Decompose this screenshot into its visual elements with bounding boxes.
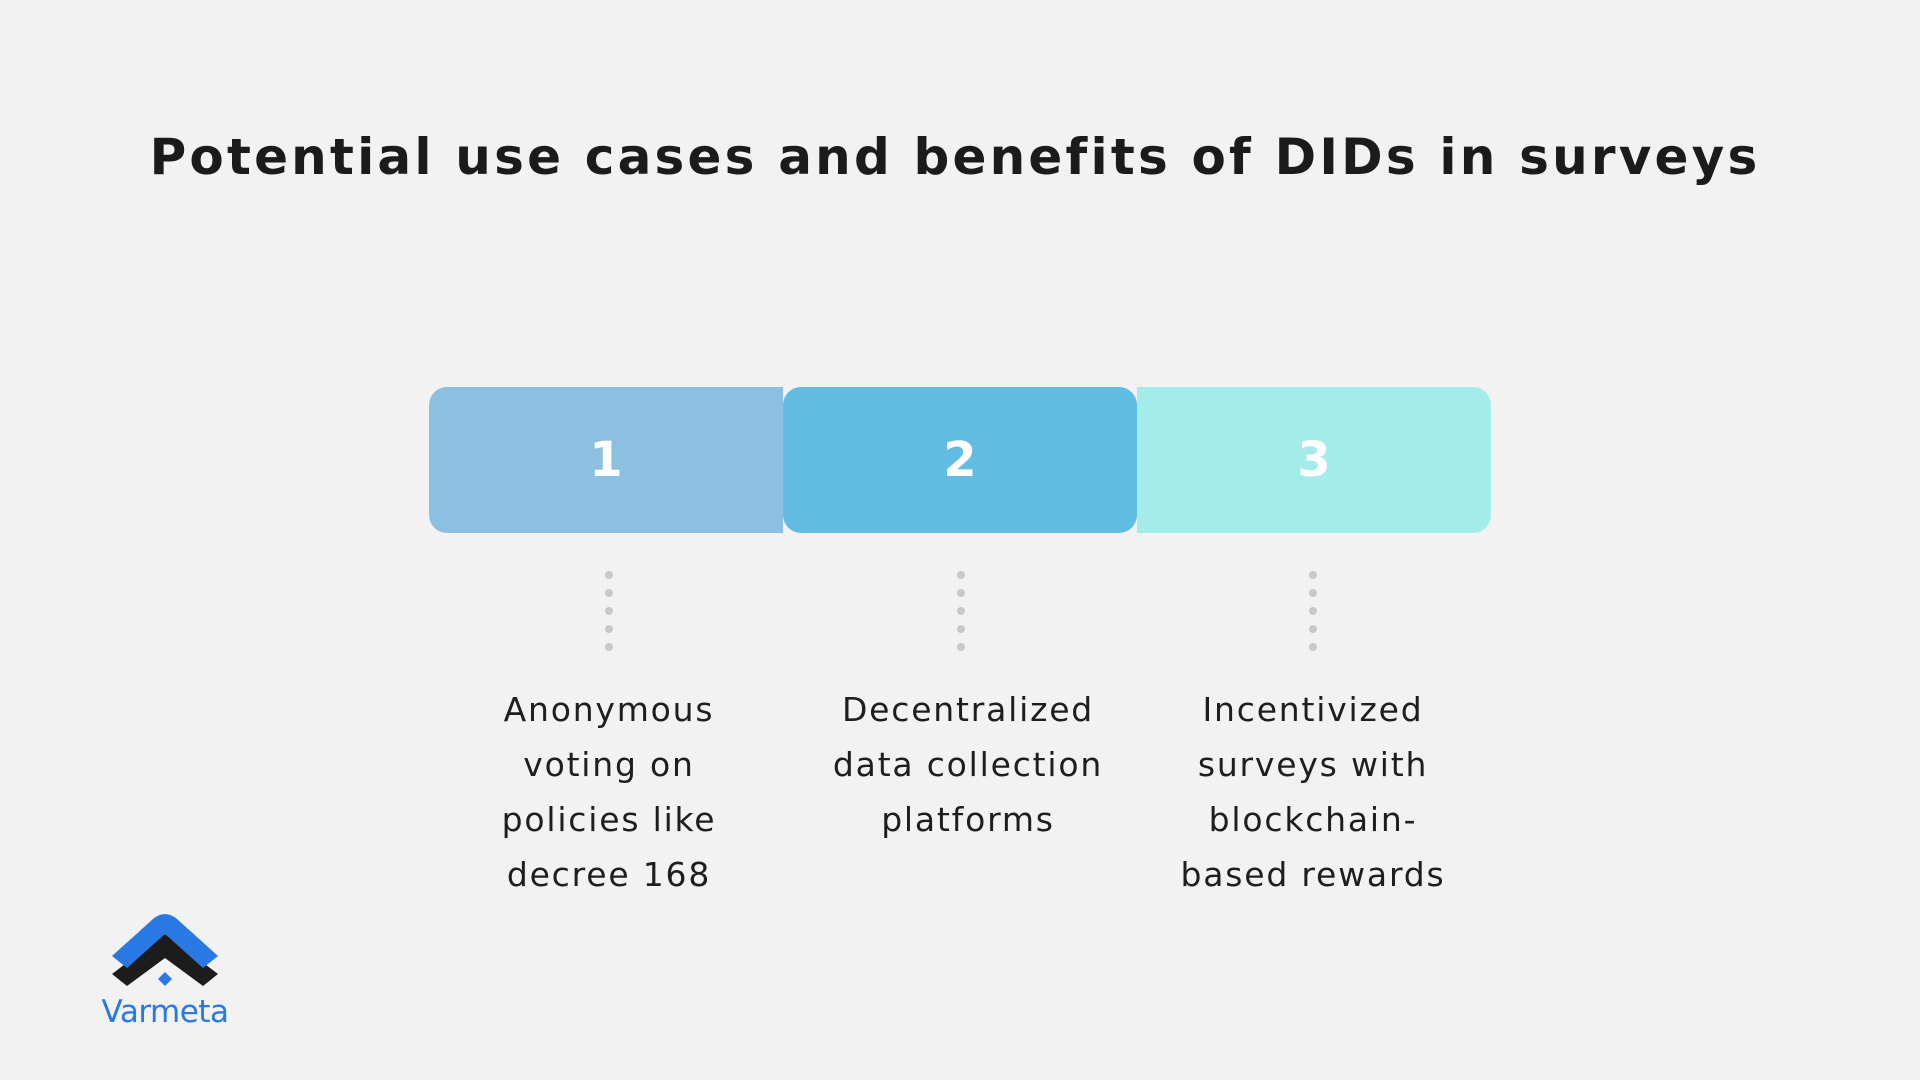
caption-line: based rewards	[1180, 855, 1446, 894]
step-1-number: 1	[589, 432, 623, 488]
dot	[957, 571, 965, 579]
dot	[957, 643, 965, 651]
dot	[605, 643, 613, 651]
step-2-number: 2	[943, 432, 977, 488]
varmeta-logo-icon	[112, 914, 218, 986]
dot	[1309, 589, 1317, 597]
step-2-box: 2	[783, 387, 1137, 533]
step-3-connector-dots	[1308, 571, 1318, 651]
caption-line: Anonymous	[503, 690, 715, 729]
dot	[957, 625, 965, 633]
dot	[1309, 643, 1317, 651]
step-3-caption: Incentivized surveys with blockchain- ba…	[1153, 682, 1473, 902]
dot	[1309, 625, 1317, 633]
step-1-connector-dots	[604, 571, 614, 651]
varmeta-logo-text: Varmeta	[101, 994, 229, 1030]
dot	[605, 625, 613, 633]
page-title: Potential use cases and benefits of DIDs…	[149, 128, 1761, 186]
dot	[605, 571, 613, 579]
varmeta-logo: Varmeta	[90, 910, 240, 1040]
step-2-connector-dots	[956, 571, 966, 651]
dot	[957, 589, 965, 597]
dot	[605, 607, 613, 615]
step-2-caption: Decentralized data collection platforms	[808, 682, 1128, 847]
caption-line: blockchain-	[1208, 800, 1418, 839]
steps-strip: 1 2 3	[429, 387, 1491, 533]
caption-line: surveys with	[1197, 745, 1429, 784]
dot	[605, 589, 613, 597]
caption-line: decree 168	[506, 855, 712, 894]
caption-line: Incentivized	[1202, 690, 1424, 729]
caption-line: Decentralized	[841, 690, 1095, 729]
caption-line: data collection	[832, 745, 1104, 784]
step-1-caption: Anonymous voting on policies like decree…	[449, 682, 769, 902]
step-3-number: 3	[1297, 432, 1331, 488]
caption-line: platforms	[881, 800, 1055, 839]
caption-line: voting on	[523, 745, 695, 784]
dot	[1309, 607, 1317, 615]
step-1-box: 1	[429, 387, 783, 533]
caption-line: policies like	[501, 800, 717, 839]
dot	[1309, 571, 1317, 579]
step-3-box: 3	[1137, 387, 1491, 533]
dot	[957, 607, 965, 615]
